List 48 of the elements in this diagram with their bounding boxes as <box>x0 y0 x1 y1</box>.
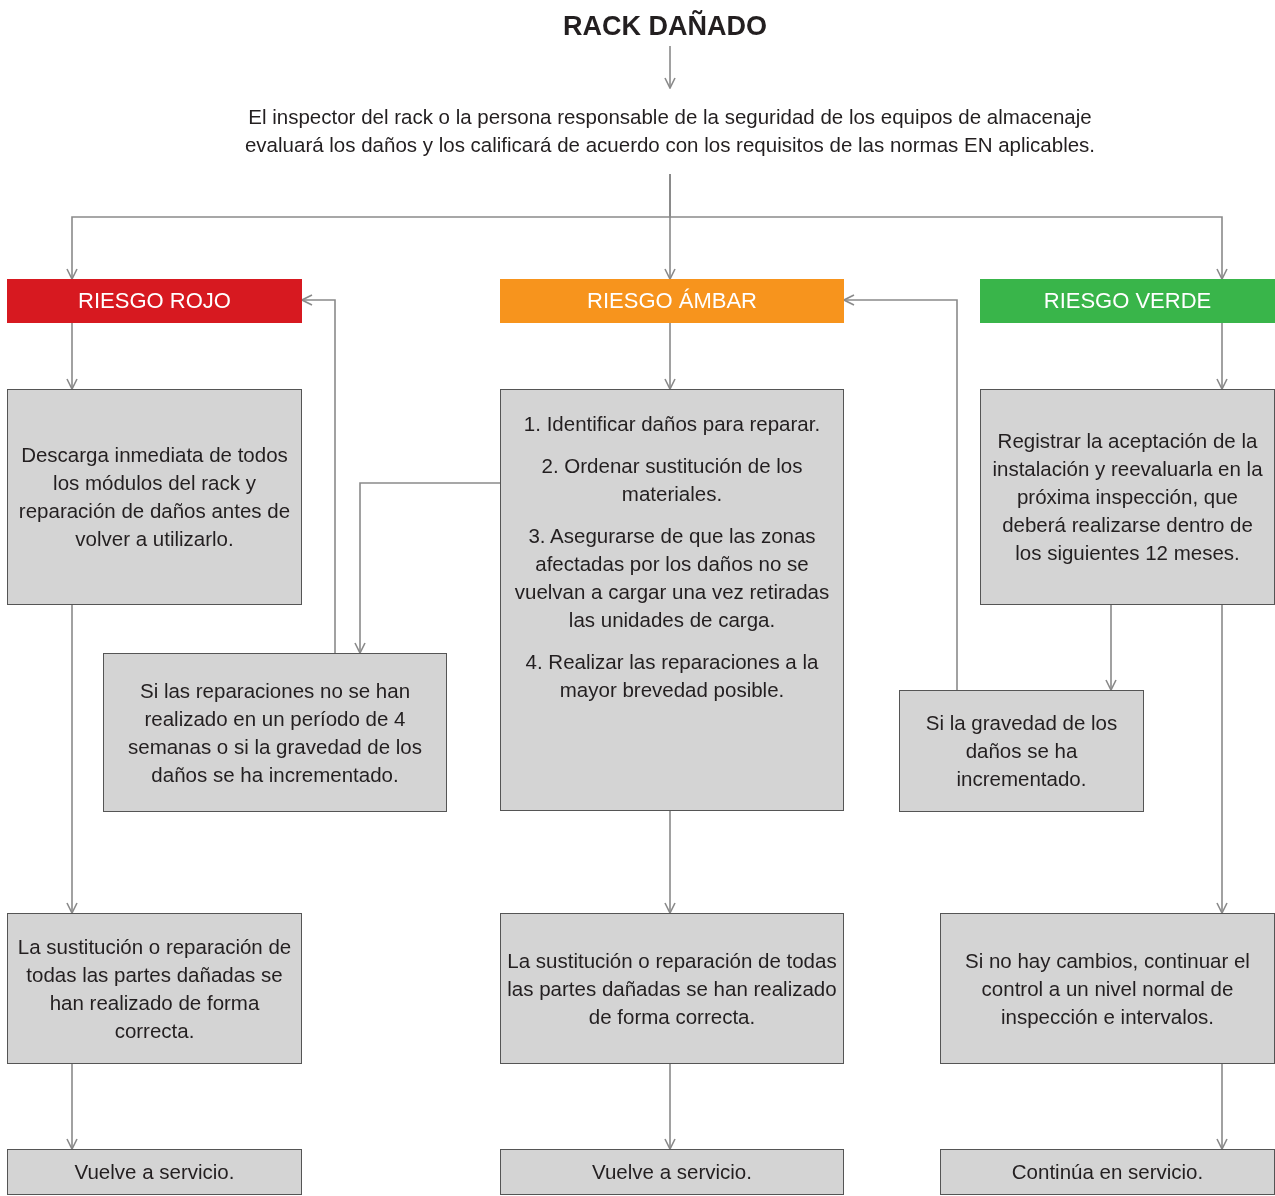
arrow <box>66 1063 78 1150</box>
box-text: La sustitución o reparación de todas las partes dañadas se han realizado de forma correcta. <box>507 947 837 1030</box>
arrow <box>669 173 1228 280</box>
arrow <box>1105 604 1117 691</box>
risk-header <box>980 279 1275 323</box>
arrow <box>1216 604 1228 914</box>
arrow <box>301 294 336 654</box>
process-box <box>500 913 844 1064</box>
arrow <box>664 45 676 89</box>
box-text: Vuelve a servicio. <box>74 1159 235 1185</box>
box-text: Descarga inmediata de todos los módulos del rack y reparación de daños antes de volver a utilizarlo. <box>17 442 292 552</box>
process-box <box>980 389 1275 605</box>
risk-label: RIESGO VERDE <box>1043 287 1212 315</box>
box-text: La sustitución o reparación de todas las partes dañadas se han realizado de forma correcta. <box>16 933 293 1044</box>
arrow <box>843 294 958 691</box>
description-text: El inspector del rack o la persona responsable de la seguridad de los equipos de almacenaje evaluará los daños y los calificará de acuerdo con los requisitos de las normas EN aplicables. <box>243 104 1097 158</box>
process-box <box>7 1149 302 1195</box>
arrow <box>1216 1063 1228 1150</box>
process-box <box>7 913 302 1064</box>
process-box <box>7 389 302 605</box>
box-text: Si la gravedad de los daños se ha incrementado. <box>924 710 1119 792</box>
box-text: 2. Ordenar sustitución de los materiales. <box>540 453 804 507</box>
box-text: Si las reparaciones no se han realizado en un período de 4 semanas o si la gravedad de los daños se ha incrementado. <box>127 677 423 788</box>
process-box <box>500 1149 844 1195</box>
arrow <box>664 322 676 390</box>
risk-label: RIESGO ROJO <box>78 287 231 315</box>
box-text: 4. Realizar las reparaciones a la mayor brevedad posible. <box>524 649 820 703</box>
box-text: Si no hay cambios, continuar el control a un nivel normal de inspección e intervalos. <box>964 947 1251 1030</box>
box-text: 3. Asegurarse de que las zonas afectadas por los daños no se vuelvan a cargar una vez retiradas las unidades de carga. <box>513 523 831 633</box>
process-box <box>940 913 1275 1064</box>
arrow <box>66 604 78 914</box>
process-box <box>103 653 447 812</box>
risk-header <box>500 279 844 323</box>
risk-label: RIESGO ÁMBAR <box>587 287 757 315</box>
box-text: 1. Identificar daños para reparar. <box>523 411 821 437</box>
risk-header <box>7 279 302 323</box>
arrow <box>354 482 501 654</box>
title-text: RACK DAÑADO <box>563 12 767 40</box>
process-box <box>940 1149 1275 1195</box>
box-text: Registrar la aceptación de la instalación y reevaluarla en la próxima inspección, que deberá realizarse dentro de los siguientes 12 meses. <box>991 428 1264 566</box>
process-box <box>899 690 1144 812</box>
box-text: Continúa en servicio. <box>1011 1159 1204 1185</box>
box-text: Vuelve a servicio. <box>592 1159 752 1185</box>
arrow <box>66 322 78 390</box>
process-box <box>500 389 844 811</box>
arrow <box>1216 322 1228 390</box>
arrow <box>664 810 676 914</box>
arrow <box>664 1063 676 1150</box>
